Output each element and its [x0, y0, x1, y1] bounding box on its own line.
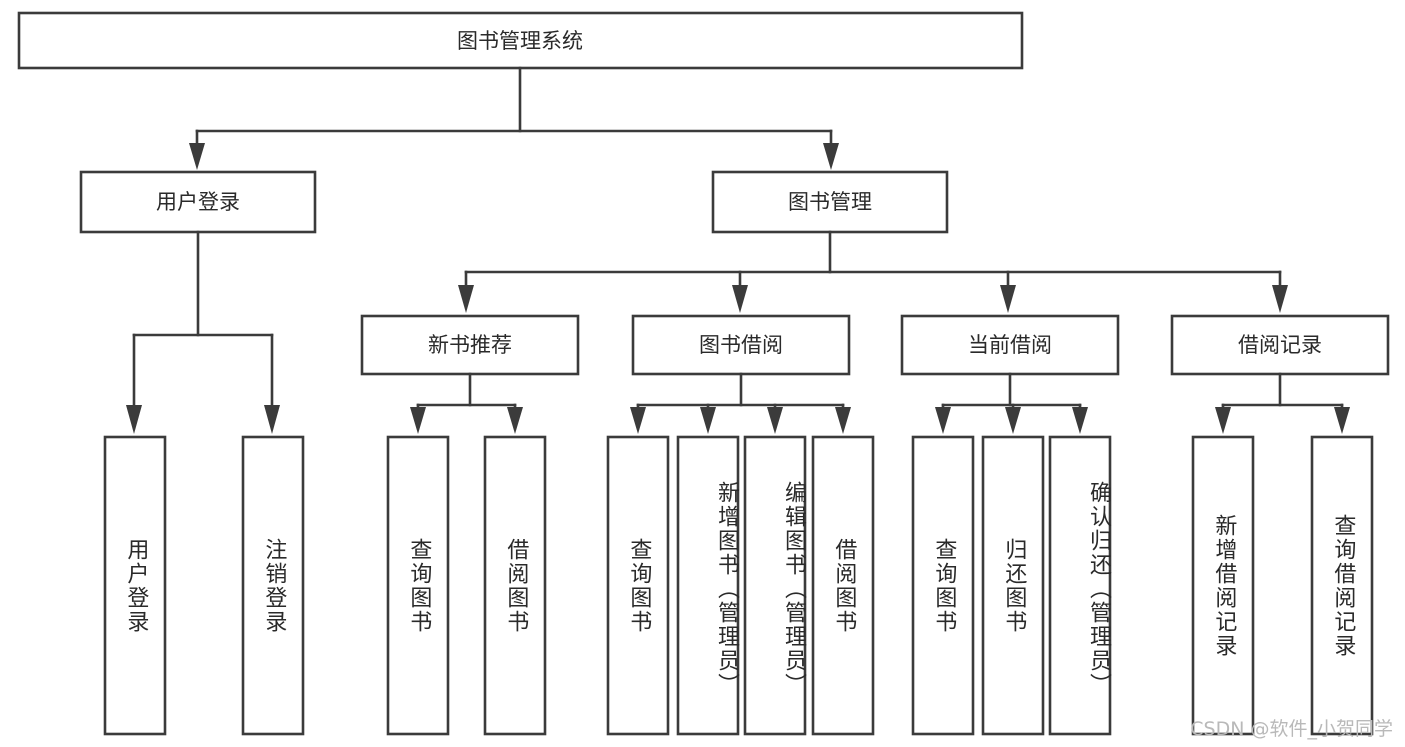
node-new-book-recommend[interactable]: 新书推荐: [360, 314, 580, 376]
leaf-box-borrow-lend[interactable]: [811, 435, 875, 736]
arrow-record-leaf2: [1334, 407, 1350, 434]
node-root[interactable]: 图书管理系统: [17, 11, 1024, 70]
arrow-login-leaf1: [126, 405, 142, 434]
leaf-box-logout[interactable]: [241, 435, 305, 736]
arrow-current-leaf3: [1072, 407, 1088, 434]
leaf-box-current-query[interactable]: [911, 435, 975, 736]
node-current-borrow[interactable]: 当前借阅: [900, 314, 1120, 376]
borrow-record-box-label: 借阅记录: [1238, 333, 1322, 357]
book-borrow-box-label: 图书借阅: [699, 333, 783, 357]
leaf-box-current-confirm[interactable]: [1048, 435, 1112, 736]
watermark-text: CSDN @软件_小贺同学: [1190, 718, 1393, 740]
arrow-borrow-leaf1: [630, 407, 646, 434]
new-book-recommend-box-rect: [360, 314, 580, 376]
arrow-login-leaf2: [264, 405, 280, 434]
node-book-borrow[interactable]: 图书借阅: [631, 314, 851, 376]
book-borrow-box-rect: [631, 314, 851, 376]
current-borrow-box-rect: [900, 314, 1120, 376]
leaf-box-record-query[interactable]: [1310, 435, 1374, 736]
arrow-current-leaf1: [935, 407, 951, 434]
leaf-box-current-return[interactable]: [981, 435, 1045, 736]
arrow-bookmgmt-c4: [1272, 285, 1288, 313]
arrow-recommend-leaf1: [410, 407, 426, 434]
arrow-root-to-login: [189, 143, 205, 170]
leaf-box-recommend-query[interactable]: [386, 435, 450, 736]
book-management-box-rect: [711, 170, 949, 234]
root-box-rect: [17, 11, 1024, 70]
node-borrow-record[interactable]: 借阅记录: [1170, 314, 1390, 376]
leaf-box-borrow-edit[interactable]: [743, 435, 807, 736]
arrow-bookmgmt-c2: [732, 285, 748, 313]
node-user-login[interactable]: 用户登录: [79, 170, 317, 234]
arrow-bookmgmt-c1: [458, 285, 474, 313]
arrow-borrow-leaf2: [700, 407, 716, 434]
arrow-current-leaf2: [1005, 407, 1021, 434]
root-box-label: 图书管理系统: [457, 29, 583, 53]
leaf-box-user-login[interactable]: [103, 435, 167, 736]
leaf-box-recommend-borrow[interactable]: [483, 435, 547, 736]
arrow-bookmgmt-c3: [1000, 285, 1016, 313]
arrow-recommend-leaf2: [507, 407, 523, 434]
arrow-record-leaf1: [1215, 407, 1231, 434]
leaf-box-borrow-add[interactable]: [676, 435, 740, 736]
arrow-root-to-bookmgmt: [823, 143, 839, 170]
borrow-record-box-rect: [1170, 314, 1390, 376]
current-borrow-box-label: 当前借阅: [968, 333, 1052, 357]
arrow-borrow-leaf3: [767, 407, 783, 434]
node-book-management[interactable]: 图书管理: [711, 170, 949, 234]
leaf-box-record-add[interactable]: [1191, 435, 1255, 736]
leaf-box-borrow-query[interactable]: [606, 435, 670, 736]
new-book-recommend-box-label: 新书推荐: [428, 333, 512, 357]
book-management-box-label: 图书管理: [788, 190, 872, 214]
arrow-borrow-leaf4: [835, 407, 851, 434]
user-login-box-label: 用户登录: [156, 190, 240, 214]
